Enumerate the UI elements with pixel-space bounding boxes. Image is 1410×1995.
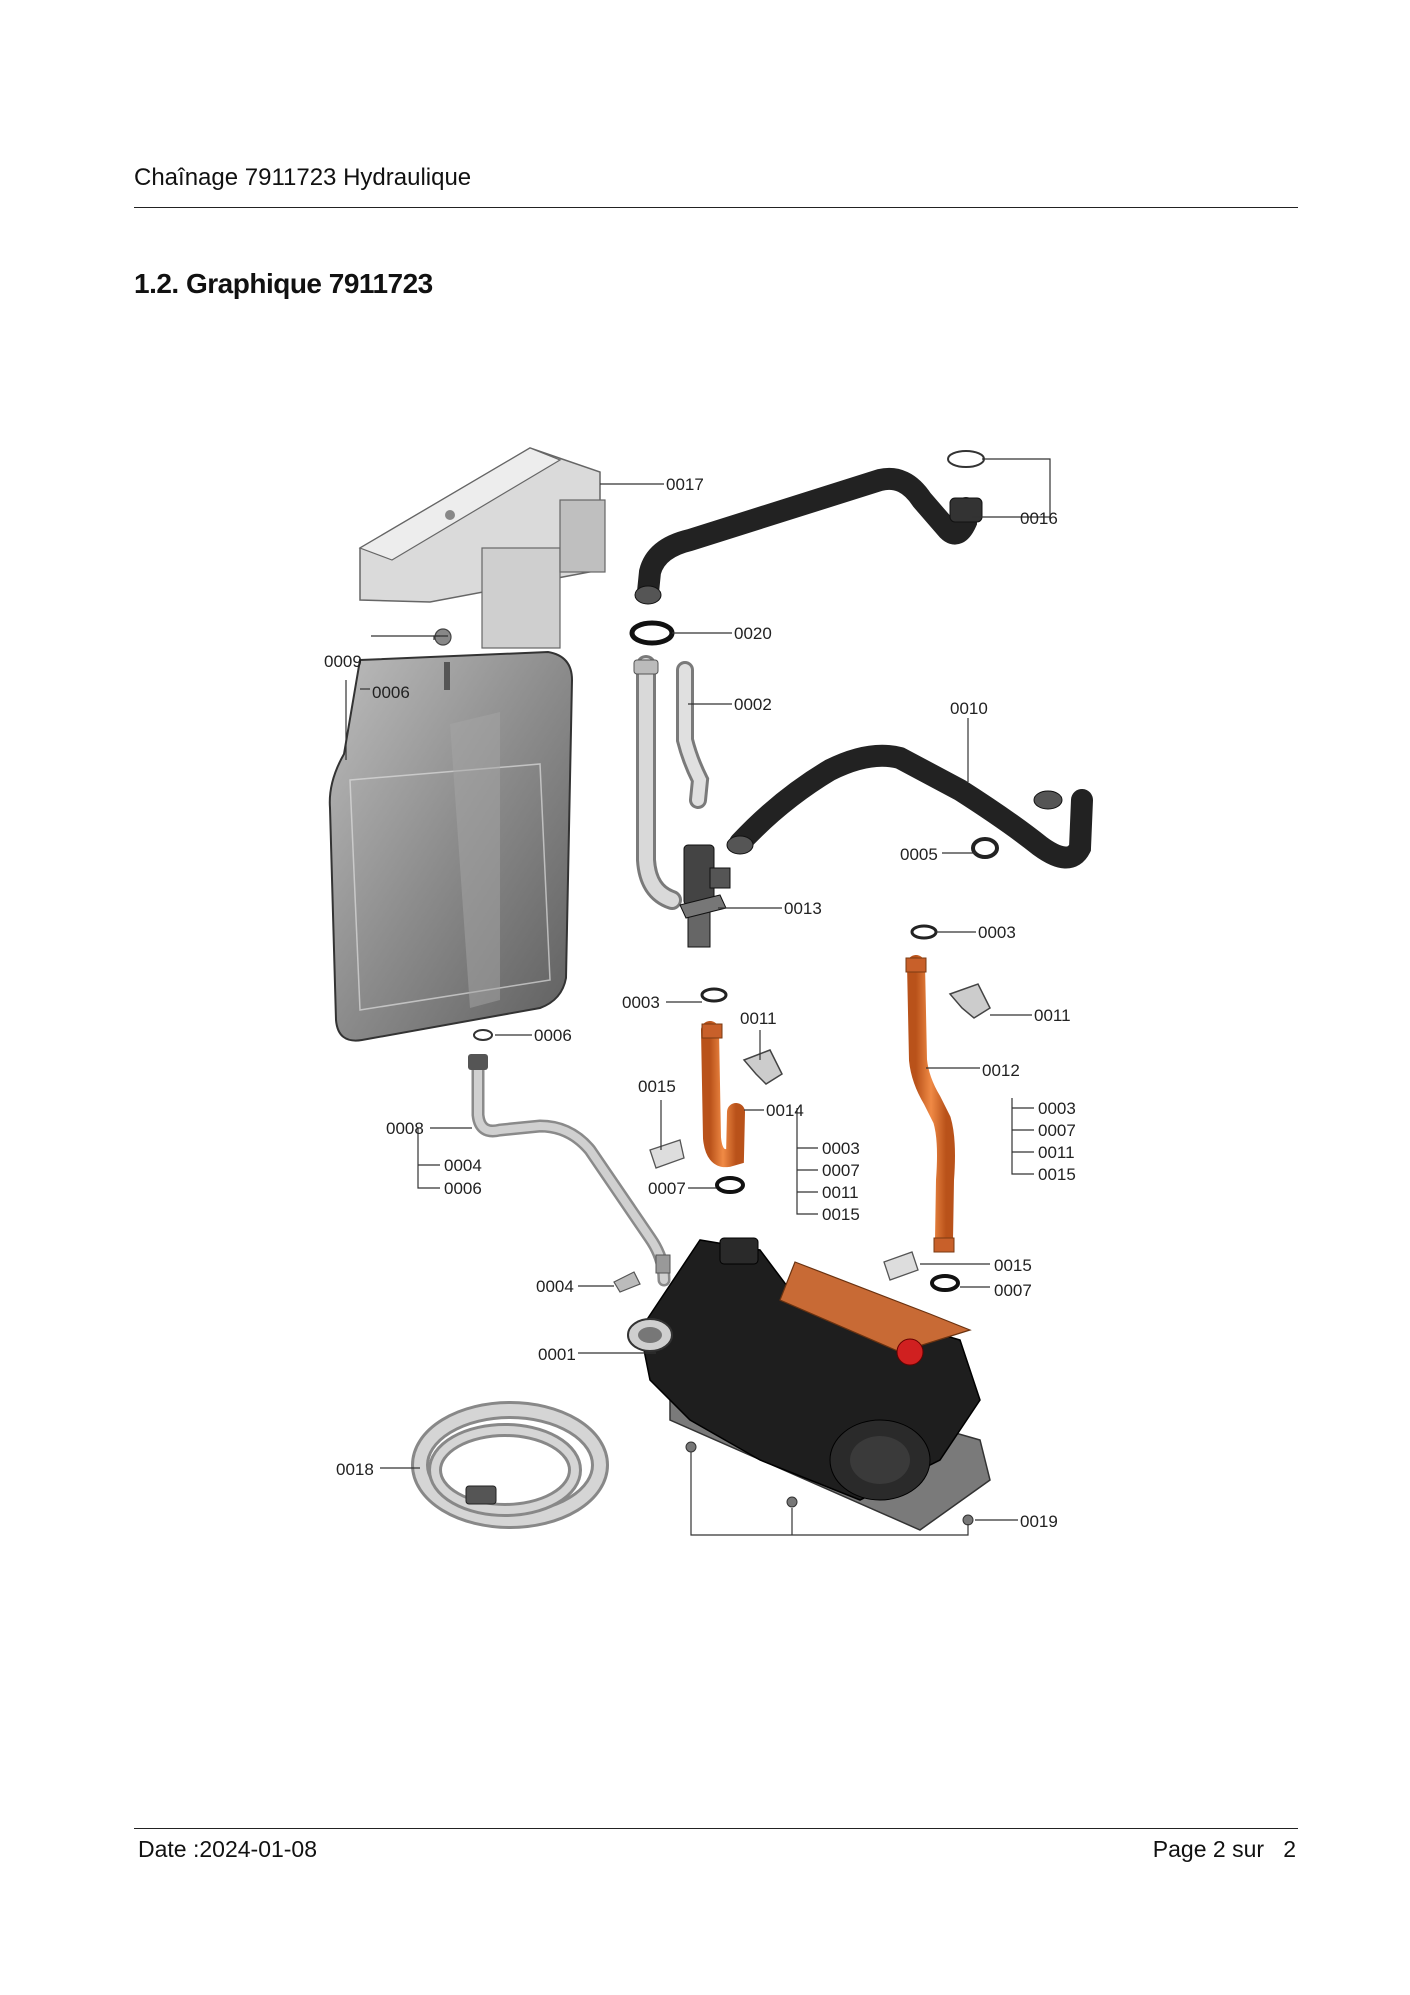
part-0005-clamp [971,837,999,859]
callout-0016: 0016 [1020,509,1058,528]
callout-0020: 0020 [734,624,772,643]
callout-0004-sub: 0004 [444,1156,482,1175]
part-0003-oring-right [910,924,938,940]
sublist-0012-item-3: 0011 [1038,1143,1075,1162]
footer-date: Date :2024-01-08 [138,1836,318,1862]
callout-0005: 0005 [900,845,938,864]
part-0014-copper-pipe [701,1021,745,1168]
callout-0007-right: 0007 [994,1281,1032,1300]
page-header-title: Chaînage 7911723 Hydraulique [134,164,472,191]
callout-0014: 0014 [766,1101,804,1120]
leader-lines [345,458,1051,1536]
callout-0013: 0013 [784,899,822,918]
callout-0012: 0012 [982,1061,1020,1080]
callout-0011-right: 0011 [1034,1006,1071,1025]
part-0004-clip [613,1271,641,1293]
callout-0015-right: 0015 [994,1256,1032,1275]
callout-0011-mid: 0011 [740,1009,777,1028]
callout-0009: 0009 [324,652,362,671]
callout-0006-bottom: 0006 [534,1026,572,1045]
section-title: 1.2. Graphique 7911723 [134,268,433,299]
part-0007-oring-mid [715,1176,745,1194]
part-0017-bracket [358,447,606,649]
callout-0006-sub: 0006 [444,1179,482,1198]
sublist-0012-item-1: 0003 [1038,1099,1076,1118]
part-0001-hydraulic-block [627,1237,991,1531]
header-divider [134,207,1298,208]
callout-0015-mid: 0015 [638,1077,676,1096]
sublist-0014-item-3: 0011 [822,1183,859,1202]
callout-0008: 0008 [386,1119,424,1138]
sublist-0014-item-2: 0007 [822,1161,860,1180]
part-0009-nut [434,628,452,646]
part-0016-hose [634,450,985,605]
part-0006-expansion-tank [328,650,574,1042]
callout-0019: 0019 [1020,1512,1058,1531]
sublist-0014-item-1: 0003 [822,1139,860,1158]
sublist-0014-item-4: 0015 [822,1205,860,1224]
callout-0010: 0010 [950,699,988,718]
part-0011-clip-right [948,983,991,1019]
part-0007-oring-right [930,1274,960,1292]
part-0013-fitting [679,844,731,948]
callout-0001: 0001 [538,1345,576,1364]
callout-0017: 0017 [666,475,704,494]
part-0010-hose [726,744,1093,869]
sublist-0012-item-2: 0007 [1038,1121,1076,1140]
part-0011-clip-mid [742,1049,783,1085]
part-0003-oring-mid [700,987,728,1003]
callout-0018: 0018 [336,1460,374,1479]
part-0002-manifold [633,655,710,910]
callout-0003-right: 0003 [978,923,1016,942]
part-0020-clamp [629,620,675,646]
part-0015-clip-right [883,1251,919,1281]
part-0012-copper-pipe [905,955,955,1253]
footer-page-number: Page 2 sur 2 [1152,1836,1296,1862]
callout-0006-top: 0006 [372,683,410,702]
part-0008-pipe [468,1054,671,1287]
callout-0003-mid: 0003 [622,993,660,1012]
callout-0004: 0004 [536,1277,574,1296]
callout-0002: 0002 [734,695,772,714]
part-0015-clip-mid [649,1139,685,1169]
part-0006-oring [473,1029,493,1041]
callout-0007-mid: 0007 [648,1179,686,1198]
part-0019-screws [685,1441,974,1526]
footer-divider [134,1828,1298,1829]
sublist-0012-item-4: 0015 [1038,1165,1076,1184]
part-0018-coiled-hose [411,1401,609,1529]
